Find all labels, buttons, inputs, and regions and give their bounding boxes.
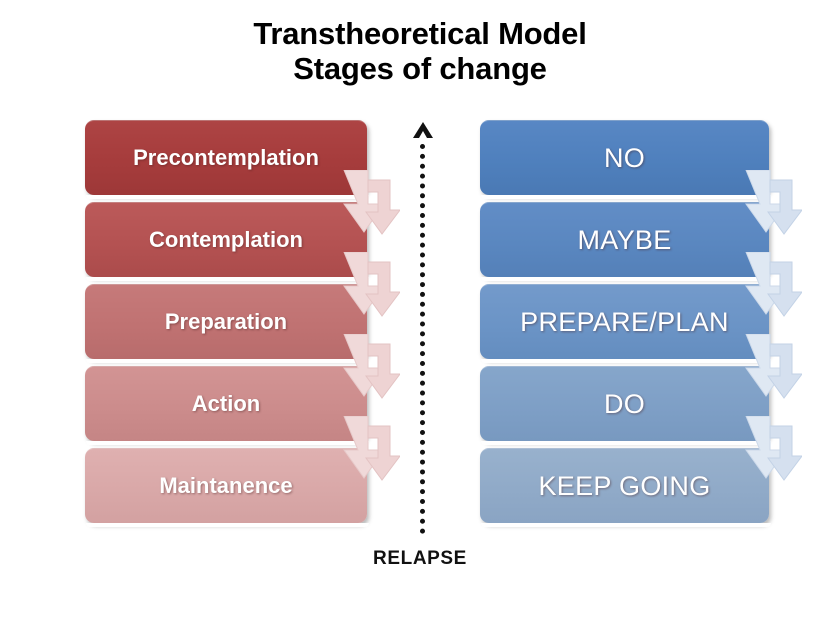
arrow-up-icon	[412, 122, 434, 148]
stage-box-precontemplation[interactable]: Precontemplation	[85, 120, 369, 199]
plain-label: NO	[603, 142, 646, 173]
stage-label: Contemplation	[149, 227, 303, 252]
title-line-2: Stages of change	[293, 51, 547, 86]
relapse-label: RELAPSE	[373, 548, 467, 569]
plain-label: KEEP GOING	[538, 470, 711, 501]
stage-label: Preparation	[164, 309, 288, 334]
stage-box-action[interactable]: Action	[85, 366, 369, 445]
stage-box-preparation[interactable]: Preparation	[85, 284, 369, 363]
plain-label: DO	[603, 388, 646, 419]
page-title: Transtheoretical Model Stages of change	[0, 16, 840, 86]
relapse-dotted-line	[420, 144, 425, 534]
title-line-1: Transtheoretical Model	[253, 16, 587, 51]
plain-box-maybe[interactable]: MAYBE	[480, 202, 771, 281]
stage-label: Precontemplation	[133, 145, 319, 170]
stage-label: Action	[191, 391, 261, 416]
stage-box-contemplation[interactable]: Contemplation	[85, 202, 369, 281]
plain-box-keep-going[interactable]: KEEP GOING	[480, 448, 771, 527]
plain-box-prepare-plan[interactable]: PREPARE/PLAN	[480, 284, 771, 363]
stage-box-maintanence[interactable]: Maintanence	[85, 448, 369, 527]
relapse-arrow	[412, 122, 434, 534]
plain-box-no[interactable]: NO	[480, 120, 771, 199]
plain-box-do[interactable]: DO	[480, 366, 771, 445]
plain-label: PREPARE/PLAN	[520, 306, 729, 337]
stage-label: Maintanence	[159, 473, 293, 498]
plain-label: MAYBE	[577, 224, 672, 255]
